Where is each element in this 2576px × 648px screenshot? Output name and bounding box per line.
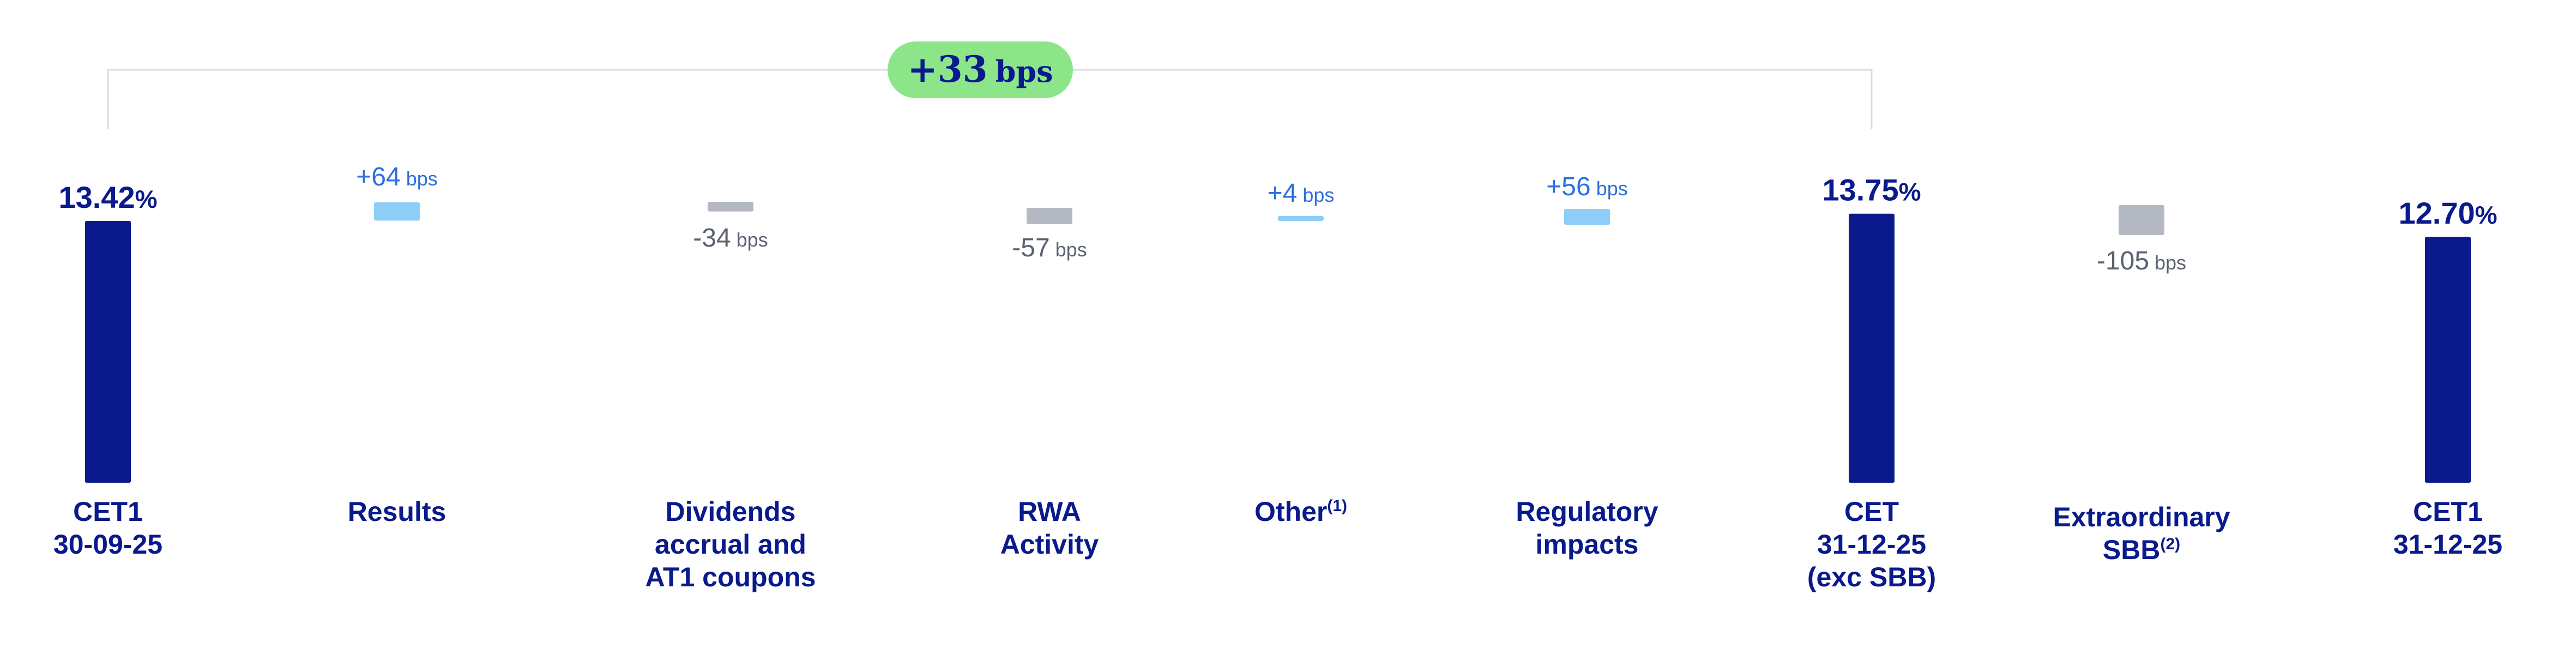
- category-label-6-1: 31-12-25: [1817, 529, 1926, 560]
- category-label-2-1: accrual and: [655, 529, 806, 560]
- category-label-0-1: 30-09-25: [53, 529, 162, 560]
- bracket-badge: [888, 41, 1073, 98]
- category-label-4-0: Other(1): [1254, 496, 1347, 527]
- category-label-5-0: Regulatory: [1516, 496, 1658, 527]
- category-label-3-1: Activity: [1000, 529, 1099, 560]
- category-label-6-2: (exc SBB): [1807, 562, 1936, 592]
- category-label-6-0: CET: [1844, 496, 1899, 527]
- bar-delta-7: [2119, 205, 2164, 235]
- bar-delta-5: [1564, 209, 1610, 225]
- category-label-3-0: RWA: [1018, 496, 1081, 527]
- category-label-1-0: Results: [348, 496, 447, 527]
- value-label-8: 12.70%: [2398, 196, 2497, 230]
- bar-delta-3: [1027, 208, 1072, 224]
- category-label-7-0: Extraordinary: [2053, 502, 2230, 532]
- category-label-8-0: CET1: [2413, 496, 2483, 527]
- value-label-0: 13.42%: [58, 180, 157, 214]
- category-label-0-0: CET1: [73, 496, 143, 527]
- bar-total-6: [1849, 213, 1895, 483]
- bar-total-0: [85, 221, 131, 483]
- bar-delta-4: [1278, 216, 1324, 221]
- value-label-6: 13.75%: [1822, 173, 1921, 207]
- category-label-7-1: SBB(2): [2103, 535, 2180, 565]
- bar-total-8: [2425, 236, 2471, 483]
- bars-group: [85, 202, 2471, 483]
- category-label-2-2: AT1 coupons: [645, 562, 816, 592]
- category-label-8-1: 31-12-25: [2393, 529, 2502, 560]
- category-label-5-1: impacts: [1536, 529, 1639, 560]
- category-label-2-0: Dividends: [666, 496, 796, 527]
- bar-delta-1: [374, 202, 420, 221]
- bar-delta-2: [708, 202, 753, 212]
